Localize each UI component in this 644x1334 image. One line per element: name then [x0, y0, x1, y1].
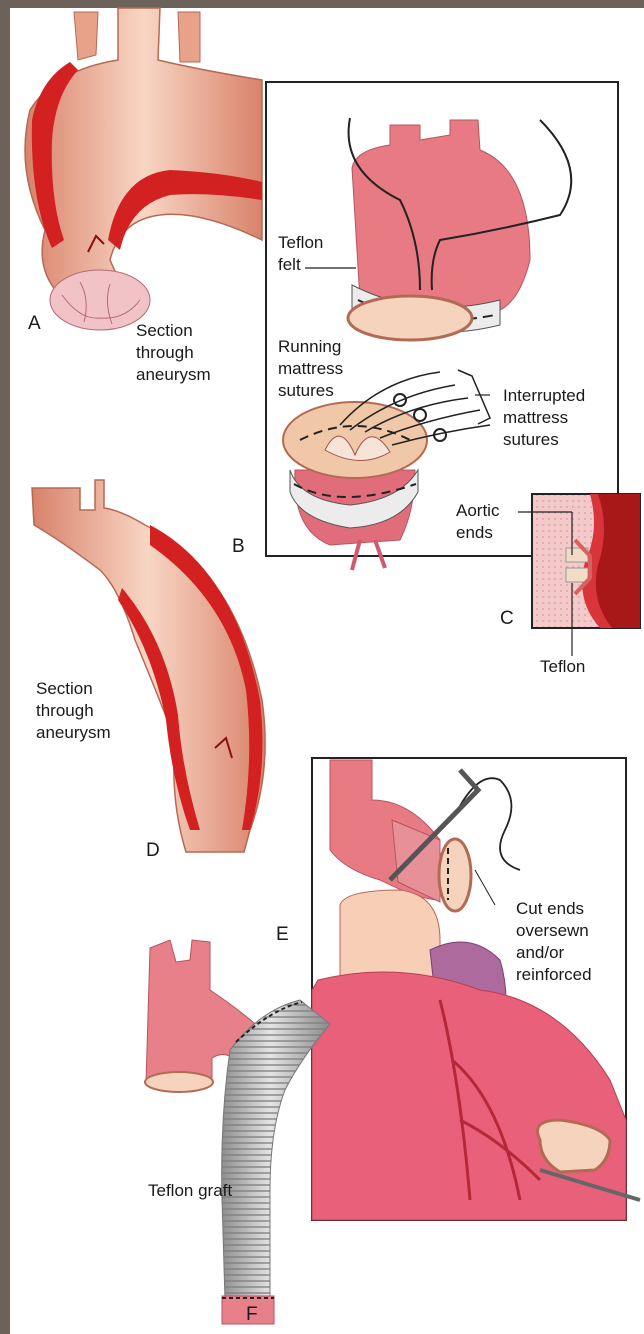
panel-c-letter: C [500, 608, 514, 630]
teflon-label: Teflon [540, 656, 585, 678]
teflon-felt-label: Teflon felt [278, 232, 323, 276]
panel-d-letter: D [146, 840, 160, 862]
panel-e-letter: E [276, 924, 289, 946]
panel-e-caption: Cut ends oversewn and/or reinforced [516, 898, 592, 986]
panel-a-caption: Section through aneurysm [136, 320, 211, 386]
interrupted-sutures-label: Interrupted mattress sutures [503, 385, 585, 451]
panel-f-graft-drawing [145, 940, 330, 1324]
panel-a-aorta-drawing [25, 8, 262, 330]
panel-d-aorta-drawing [32, 480, 265, 852]
panel-a-letter: A [28, 313, 41, 335]
panel-c-closeup [518, 494, 640, 656]
teflon-graft-label: Teflon graft [148, 1180, 232, 1202]
panel-d-caption: Section through aneurysm [36, 678, 111, 744]
aortic-ends-label: Aortic ends [456, 500, 499, 544]
panel-f-letter: F [246, 1304, 258, 1326]
running-sutures-label: Running mattress sutures [278, 336, 343, 402]
panel-b-letter: B [232, 536, 245, 558]
